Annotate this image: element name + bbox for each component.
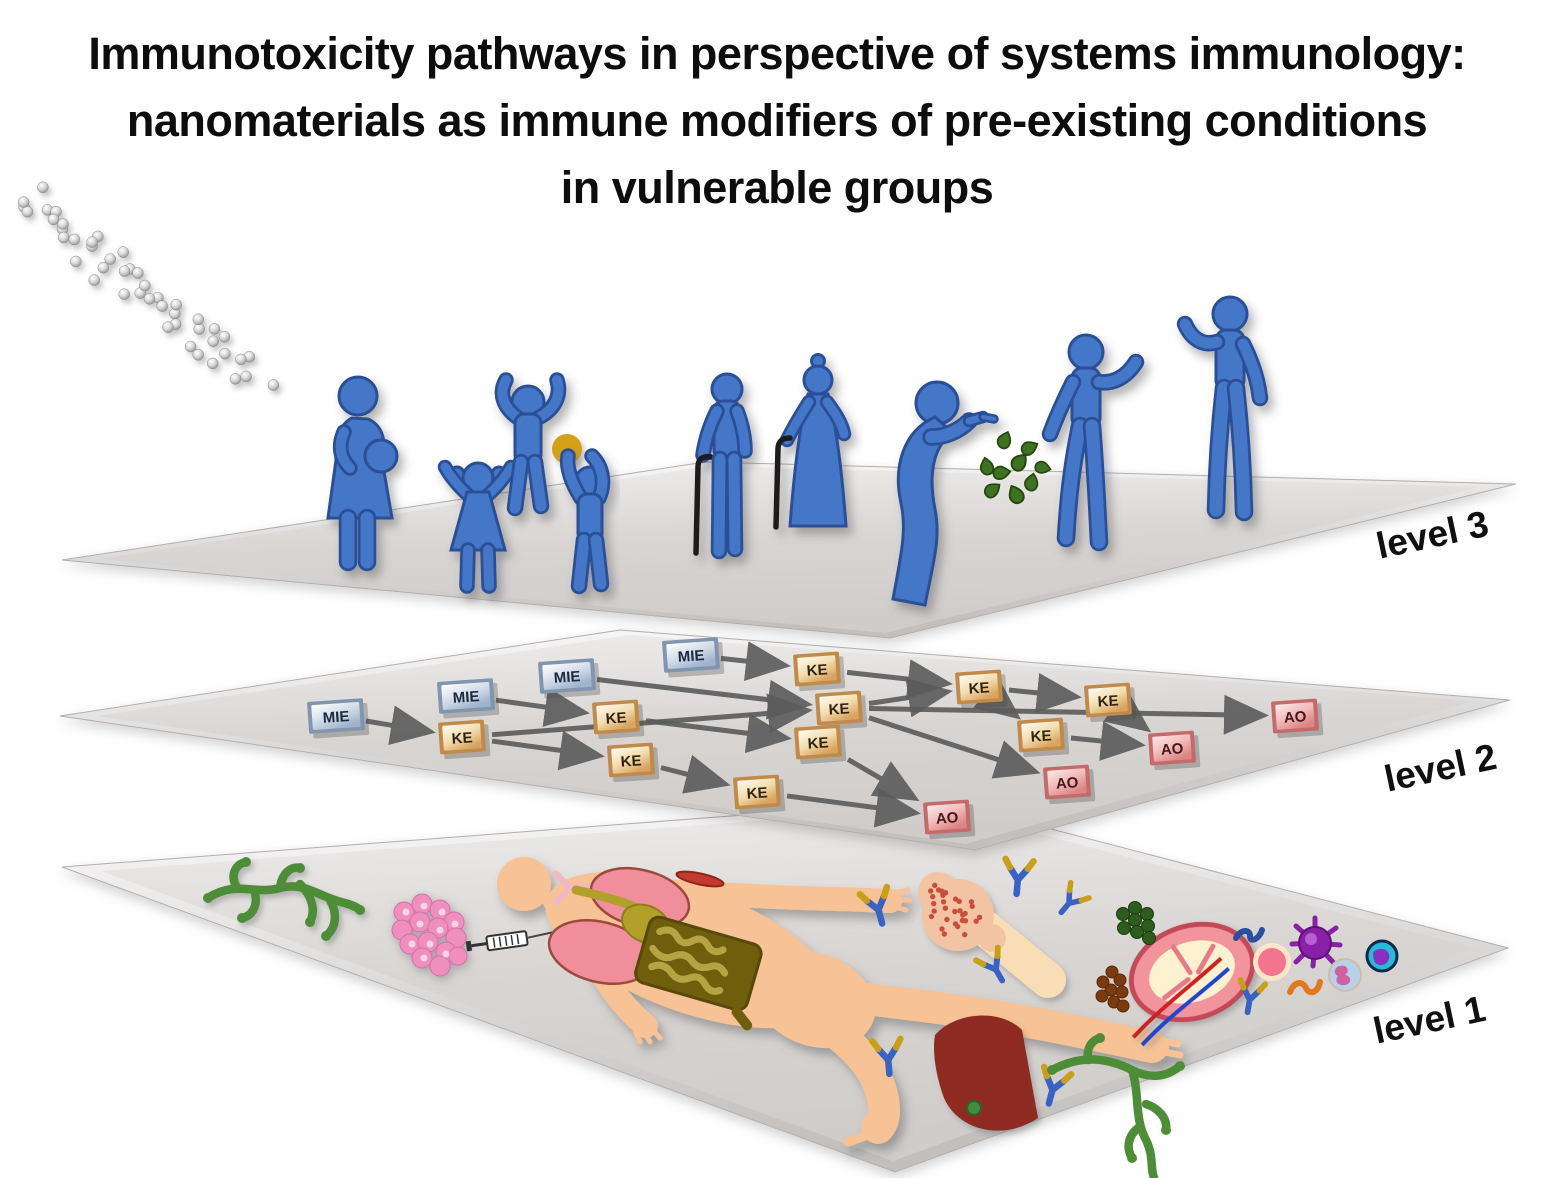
aop-network: MIE MIE MIE MIE KE KE KE KE KE KE KE KE KE KE AO AO AO AO [307,637,1324,840]
pathway-node-ke: KE [733,774,786,815]
intestines-icon [634,915,763,1031]
level2-layer: MIE MIE MIE MIE KE KE KE KE KE KE KE KE KE KE AO AO AO AO… [59,629,1511,851]
svg-text:KE: KE [620,752,642,770]
svg-text:MIE: MIE [322,708,350,727]
monocyte-icon [1365,939,1399,973]
neutrophil-icon [1328,958,1362,992]
svg-text:AO: AO [1055,774,1079,793]
pathway-node-ke: KE [955,669,1008,710]
pathway-edge [786,787,921,828]
svg-text:KE: KE [807,734,829,752]
liver-icon [934,1015,1038,1131]
lymph-node-icon [1128,921,1256,1047]
svg-text:KE: KE [746,784,768,802]
boy-jumping-icon [494,372,567,517]
svg-text:KE: KE [1097,692,1119,710]
svg-text:AO: AO [1160,740,1184,759]
title-line-1: Immunotoxicity pathways in perspective o… [88,28,1466,79]
pathway-node-ke: KE [607,742,660,783]
red-blood-cell-icon [1253,943,1291,981]
boy-playing-icon [559,448,611,595]
pathway-node-ke: KE [793,651,846,692]
spiral-bacterium-blue-icon [1233,927,1265,943]
svg-text:MIE: MIE [677,647,705,666]
svg-text:KE: KE [605,709,627,727]
elderly-woman-with-cane-icon [773,353,852,530]
organs [547,867,763,1031]
fungal-hyphae-icon [203,857,365,941]
svg-text:MIE: MIE [553,668,581,687]
pathway-edge [491,730,605,771]
elderly-man-with-cane-icon [693,372,753,560]
pathway-node-mie: MIE [538,658,601,699]
svg-text:AO: AO [935,809,959,828]
nanoparticle-spray-icon [17,181,280,391]
pathway-edge [973,676,1022,720]
svg-text:KE: KE [1030,727,1052,745]
svg-text:MIE: MIE [452,688,480,707]
pathway-edge [720,641,791,682]
level2-plane [97,635,1474,844]
svg-text:KE: KE [828,700,850,718]
pathway-node-mie: MIE [662,637,725,678]
pathway-edge [846,659,953,700]
pathway-edge [1070,721,1146,761]
title-line-2: nanomaterials as immune modifiers of pre… [126,95,1428,146]
pathway-node-ke: KE [815,690,868,731]
adult-waving-icon [1041,333,1145,552]
pathway-edge [868,715,1041,779]
pathway-node-ke: KE [592,699,645,740]
pathway-node-ao: AO [923,799,976,840]
level3-layer: level 3 [61,295,1517,639]
level2-label: level 2 [1381,736,1500,800]
fungal-vine-icon [1047,1033,1185,1178]
pregnant-woman-icon [326,375,399,572]
pathway-node-ao: AO [1043,764,1096,805]
pathway-edge [660,754,731,794]
title-line-3: in vulnerable groups [560,162,994,213]
level1-layer: level 1 [61,799,1510,1178]
pathway-node-ao: AO [1271,698,1324,739]
svg-text:KE: KE [968,679,990,697]
dendritic-cell-icon [1289,915,1343,969]
bacteria-cluster-green-icon [1116,901,1156,945]
syringe-icon [465,930,553,952]
wound-icon [675,870,725,888]
girl-playing-icon [437,459,519,594]
svg-text:AO: AO [1283,708,1307,727]
person-coughing-icon [891,380,999,607]
spiral-bacterium-orange-icon [1287,979,1323,996]
tissue-cell-cluster-icon [391,893,468,977]
bone-icon [918,872,1066,998]
pathway-node-ke: KE [794,724,847,765]
level1-label: level 1 [1370,988,1489,1052]
level3-plane [99,466,1480,633]
pathway-edge [645,713,792,754]
pathway-node-ke: KE [438,719,491,760]
bacteria-cluster-brown-icon [1095,965,1130,1013]
pathway-node-ke: KE [1017,717,1070,758]
pathway-node-ao: AO [1148,730,1201,771]
adult-talking-icon [1176,295,1269,522]
pathway-node-mie: MIE [307,698,370,739]
figure-title: Immunotoxicity pathways in perspective o… [0,20,1554,221]
pathway-node-mie: MIE [437,678,500,719]
svg-text:KE: KE [806,661,828,679]
pathway-node-ke: KE [1084,682,1137,723]
pathway-edge [846,757,920,802]
svg-text:KE: KE [451,729,473,747]
pathway-edge [365,705,436,745]
pathway-edge [495,687,590,727]
